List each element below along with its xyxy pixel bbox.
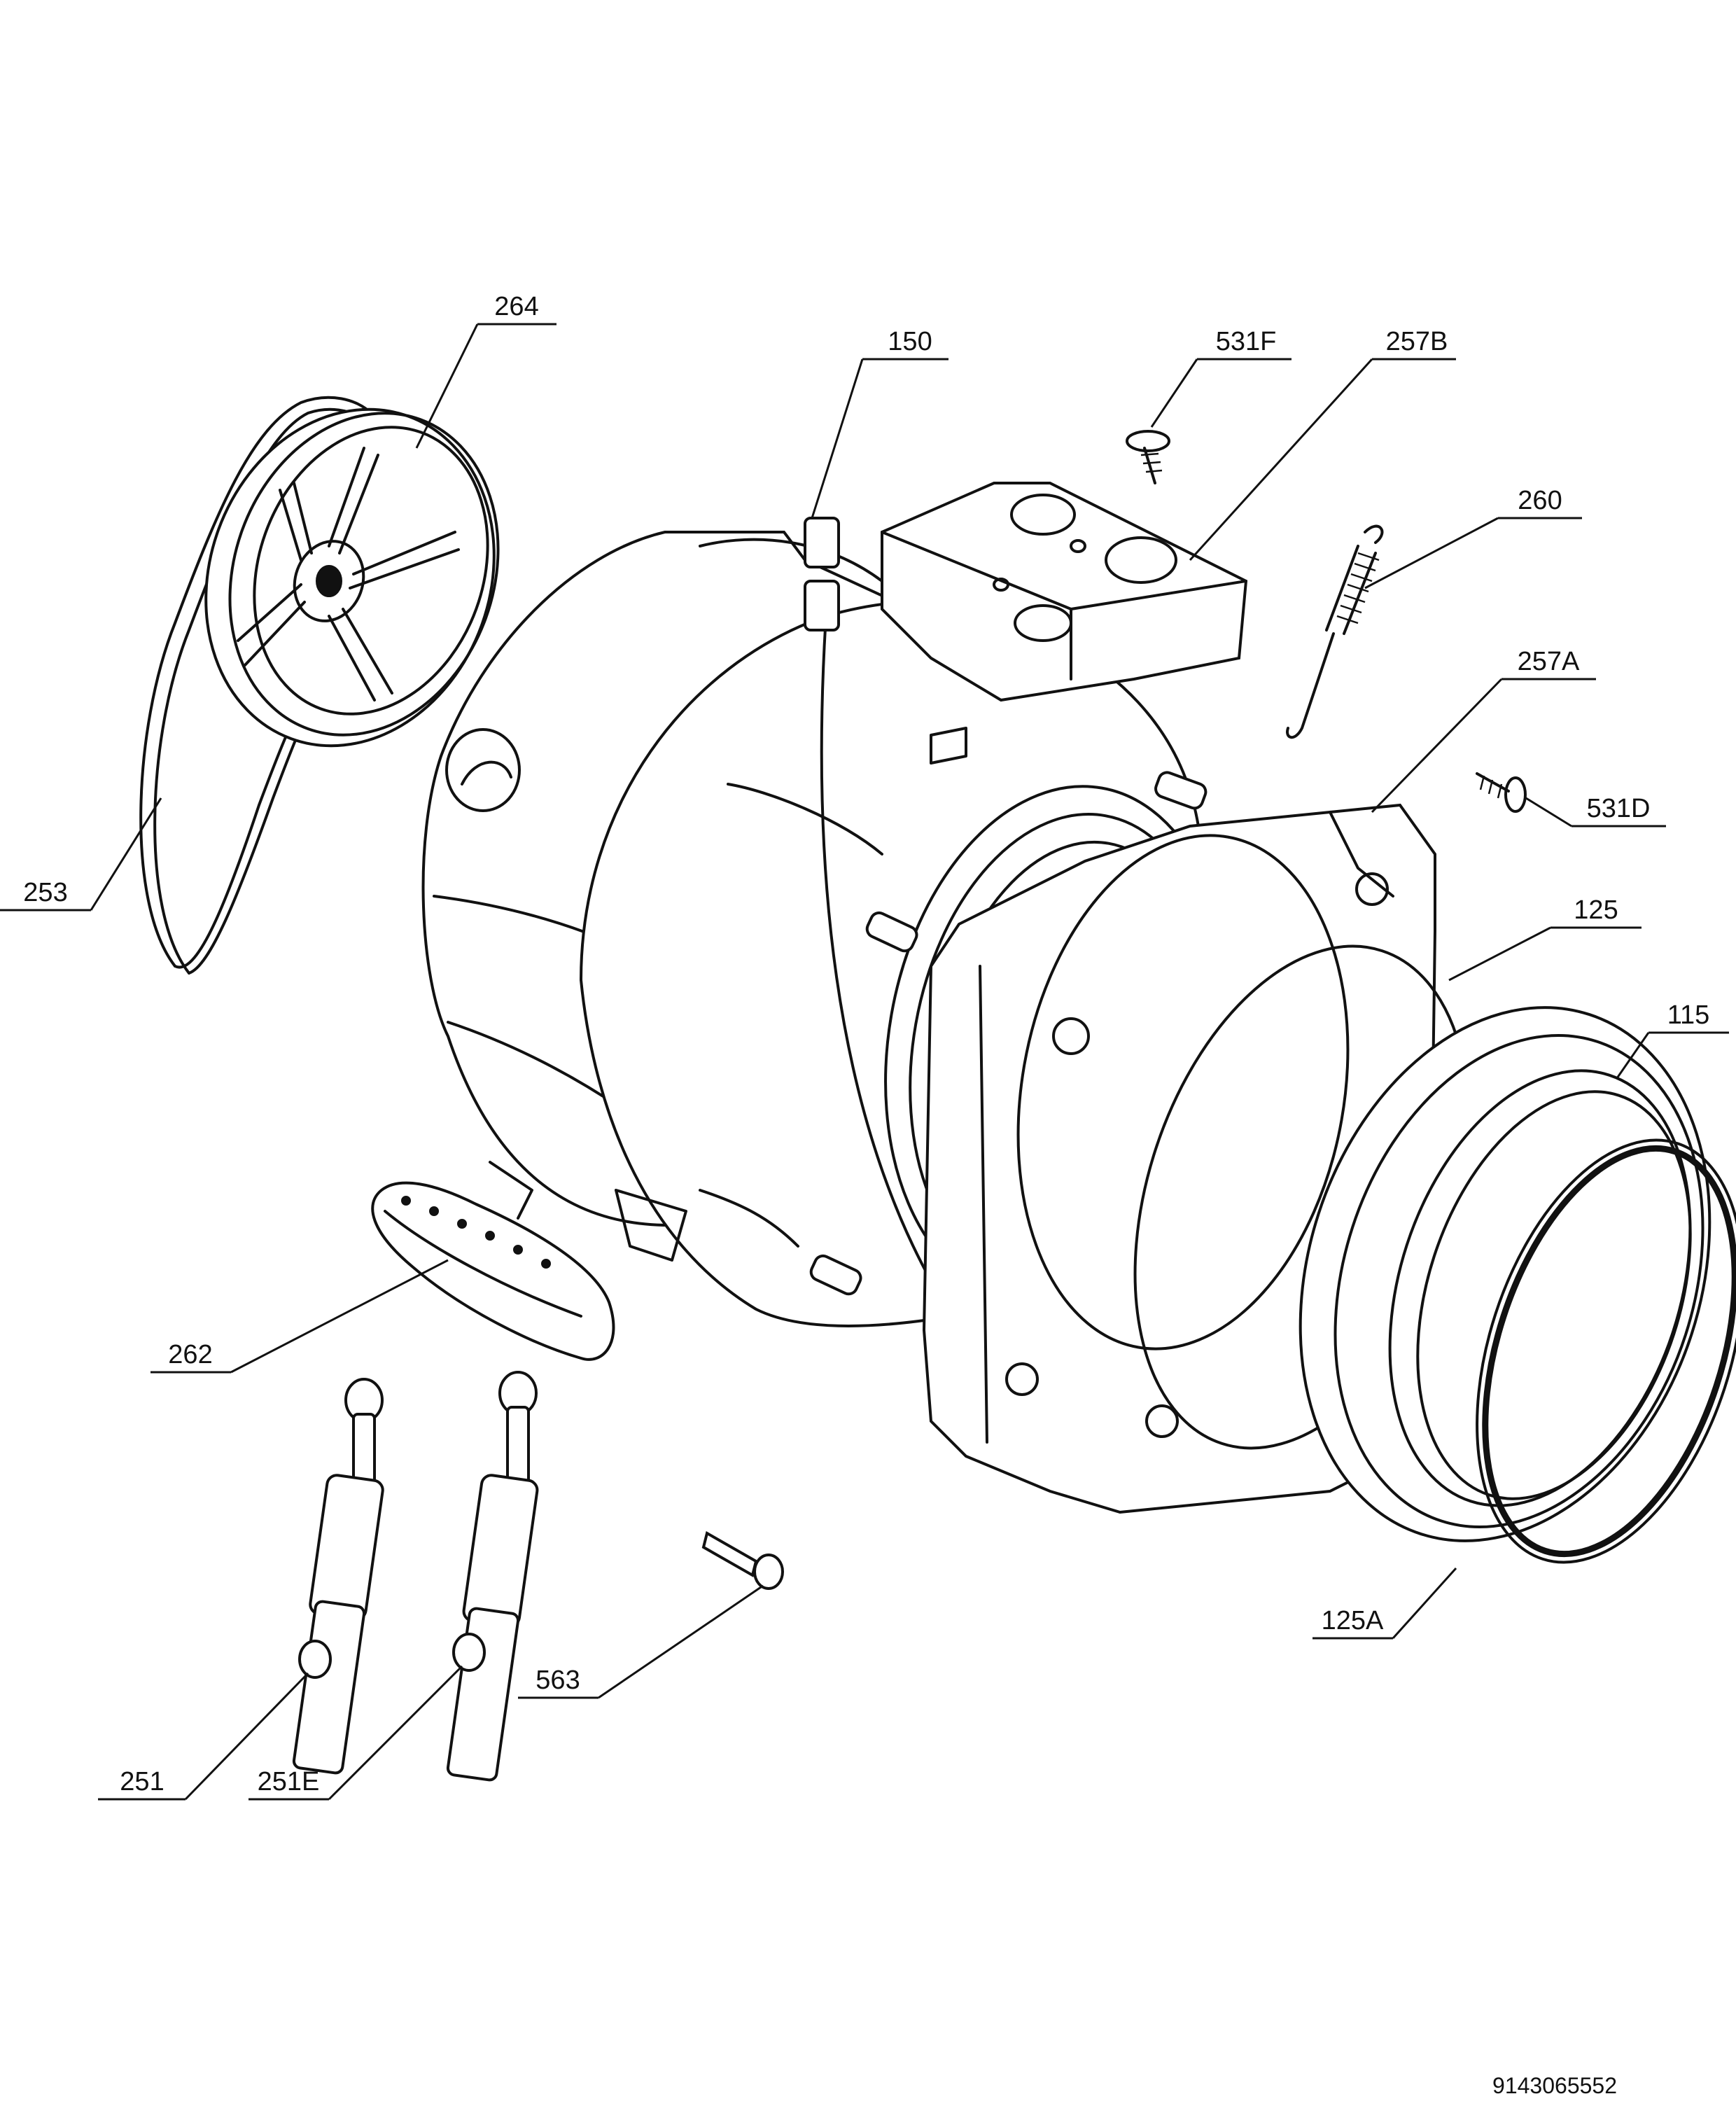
leader-262 [230, 1259, 449, 1374]
label-253: 253 [23, 878, 67, 907]
leader-115 [1616, 1032, 1650, 1079]
leader-264 [415, 323, 479, 449]
part-260-spring[interactable] [1286, 524, 1384, 739]
leader-260 [1364, 517, 1499, 589]
label-563: 563 [536, 1666, 580, 1695]
leader-531F [1150, 358, 1198, 428]
part-563-pin[interactable] [701, 1530, 784, 1590]
document-number: 9143065552 [1492, 2073, 1617, 2098]
leader-253 [90, 797, 162, 911]
leader-125 [1448, 926, 1551, 982]
label-115: 115 [1667, 1000, 1710, 1030]
label-262: 262 [168, 1340, 212, 1369]
leader-251 [184, 1672, 309, 1801]
leader-531D [1525, 797, 1572, 828]
part-262-drum-paddle[interactable] [371, 1181, 615, 1361]
leader-257A [1371, 678, 1503, 814]
label-531D: 531D [1587, 794, 1651, 823]
label-264: 264 [494, 292, 538, 321]
label-257A: 257A [1518, 647, 1580, 676]
part-115-door-gasket[interactable] [1234, 954, 1736, 1595]
part-264-pulley[interactable] [160, 368, 542, 786]
label-125: 125 [1574, 895, 1618, 925]
label-257B: 257B [1386, 327, 1448, 356]
part-251-shock-absorber[interactable] [292, 1378, 384, 1775]
part-251E-shock-absorber[interactable] [446, 1371, 539, 1782]
label-251: 251 [120, 1767, 164, 1796]
leader-150 [811, 358, 864, 519]
leader-563 [598, 1584, 764, 1699]
leader-257B [1189, 358, 1373, 561]
label-260: 260 [1518, 486, 1562, 515]
label-125A: 125A [1322, 1606, 1384, 1635]
leader-251E [328, 1665, 463, 1801]
label-251E: 251E [258, 1767, 320, 1796]
label-150: 150 [888, 327, 932, 356]
part-531F-screw[interactable] [1126, 430, 1170, 484]
label-531F: 531F [1216, 327, 1277, 356]
part-257B-counterweight[interactable] [881, 482, 1248, 702]
leader-125A [1392, 1567, 1457, 1640]
part-125A-clamp-ring[interactable] [1428, 1106, 1736, 1596]
part-531D-screw[interactable] [1476, 772, 1527, 813]
